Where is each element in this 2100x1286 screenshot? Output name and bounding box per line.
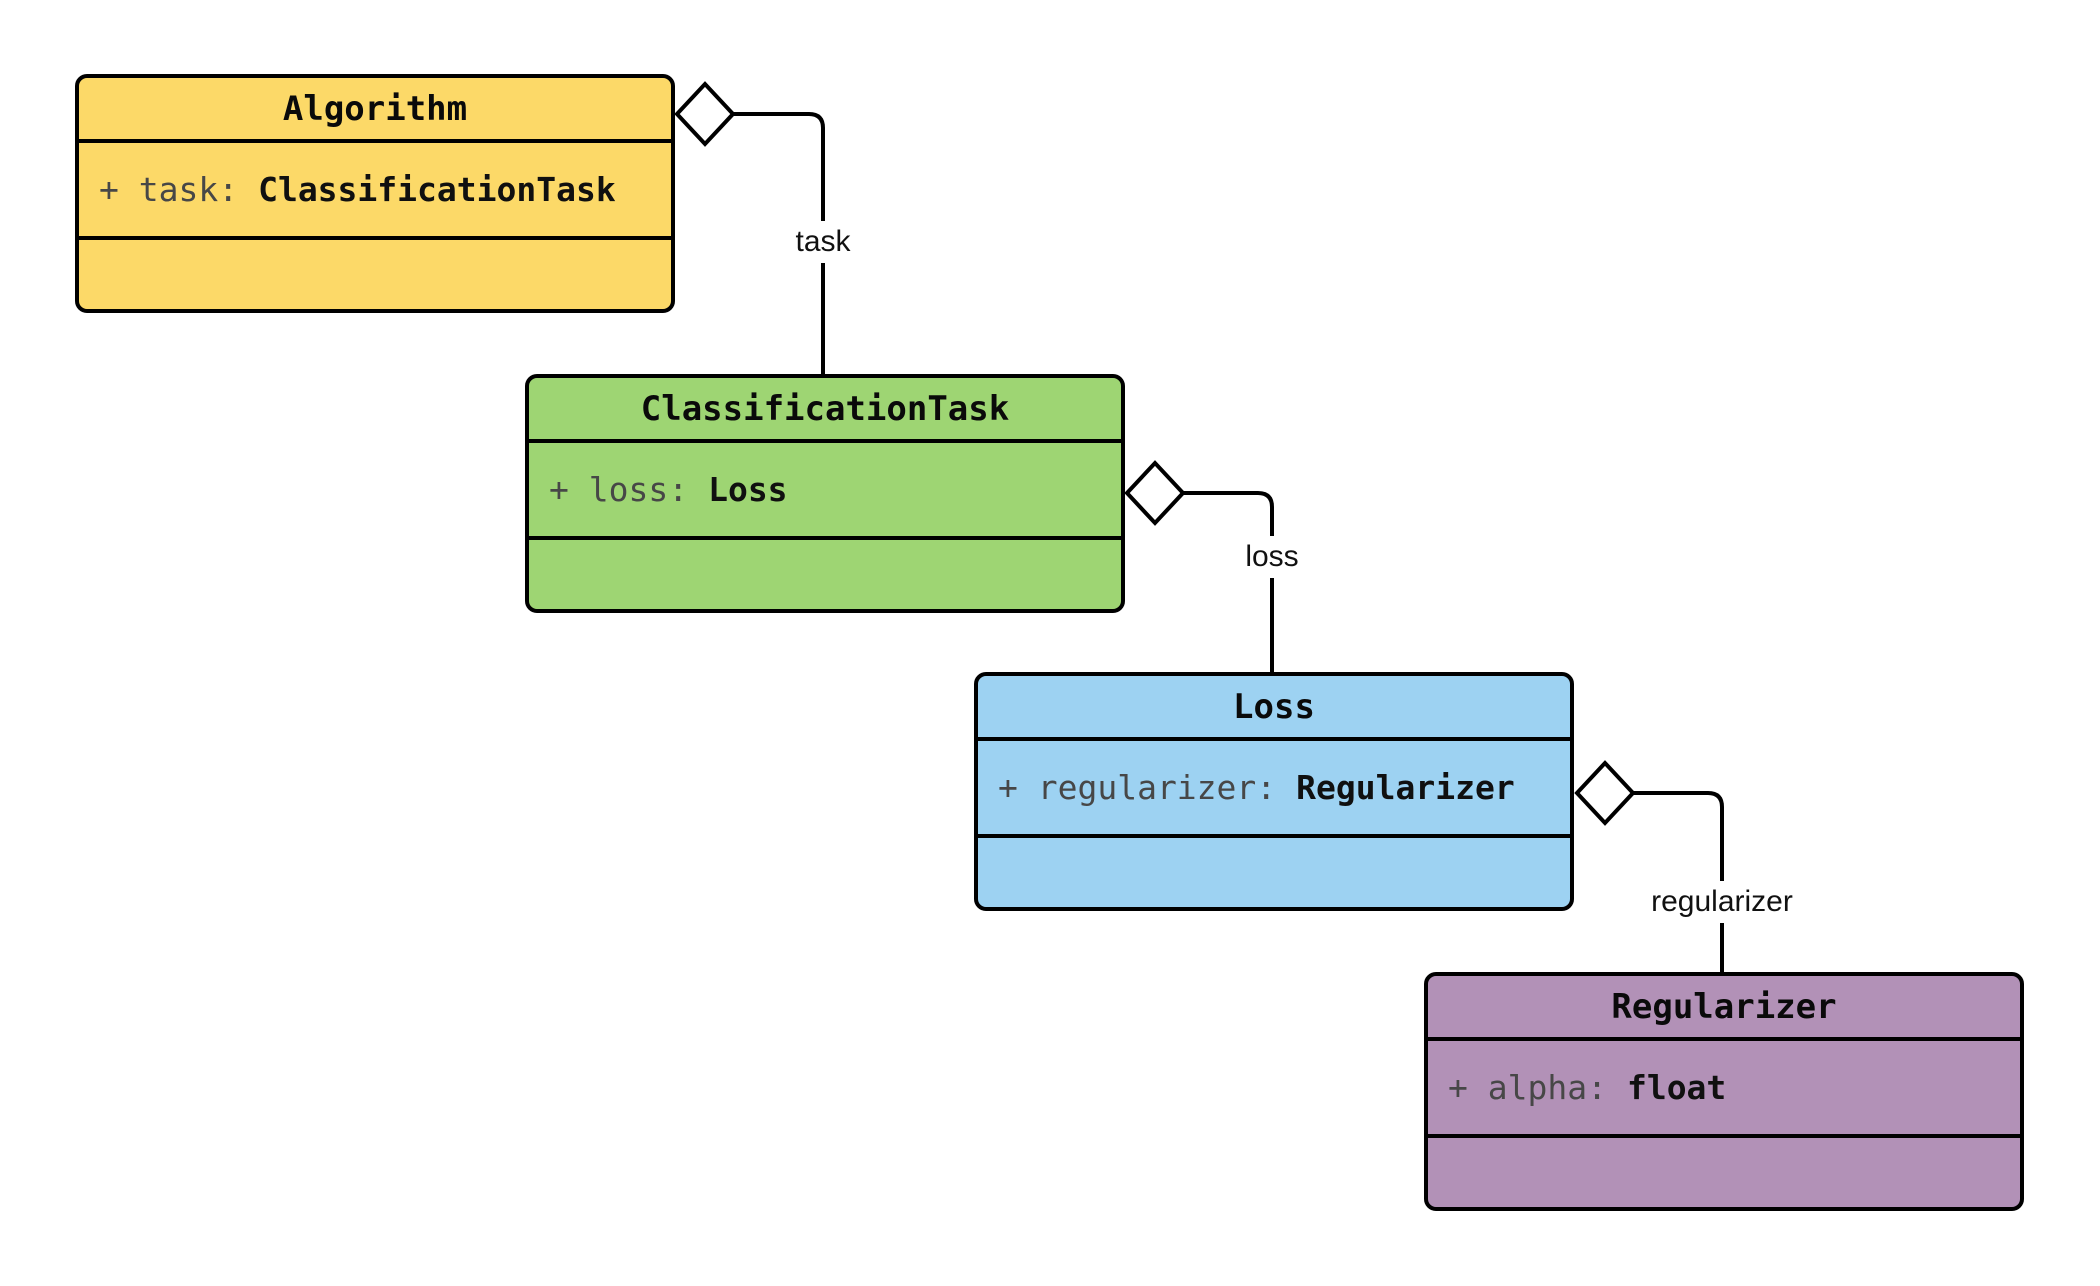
class-attributes: + task: ClassificationTask <box>79 143 671 240</box>
attribute-name: + loss: <box>549 470 689 509</box>
class-empty-section <box>79 240 671 309</box>
class-attributes: + loss: Loss <box>529 443 1121 540</box>
class-attributes: + regularizer: Regularizer <box>978 741 1570 838</box>
class-empty-section <box>978 838 1570 907</box>
class-title: Regularizer <box>1428 976 2020 1041</box>
attribute-type: float <box>1626 1068 1727 1107</box>
attribute-name: + regularizer: <box>998 768 1277 807</box>
class-box-classificationtask: ClassificationTask + loss: Loss <box>525 374 1125 613</box>
edge-label-task: task <box>785 221 861 263</box>
aggregation-diamond-icon <box>1574 760 1636 826</box>
edge-label-loss: loss <box>1235 536 1309 578</box>
aggregation-diamond-icon <box>674 81 736 147</box>
aggregation-diamond-icon <box>1124 460 1186 526</box>
class-box-regularizer: Regularizer + alpha: float <box>1424 972 2024 1211</box>
attribute-type: Loss <box>708 470 788 509</box>
class-title: Algorithm <box>79 78 671 143</box>
class-title: ClassificationTask <box>529 378 1121 443</box>
class-title: Loss <box>978 676 1570 741</box>
attribute-name: + task: <box>99 170 239 209</box>
class-empty-section <box>529 540 1121 609</box>
attribute-type: Regularizer <box>1296 768 1515 807</box>
edge-label-regularizer: regularizer <box>1641 881 1803 923</box>
class-box-algorithm: Algorithm + task: ClassificationTask <box>75 74 675 313</box>
attribute-name: + alpha: <box>1448 1068 1607 1107</box>
class-attributes: + alpha: float <box>1428 1041 2020 1138</box>
attribute-type: ClassificationTask <box>258 170 616 209</box>
edge-loss-line <box>1183 491 1274 672</box>
class-box-loss: Loss + regularizer: Regularizer <box>974 672 1574 911</box>
class-empty-section <box>1428 1138 2020 1207</box>
